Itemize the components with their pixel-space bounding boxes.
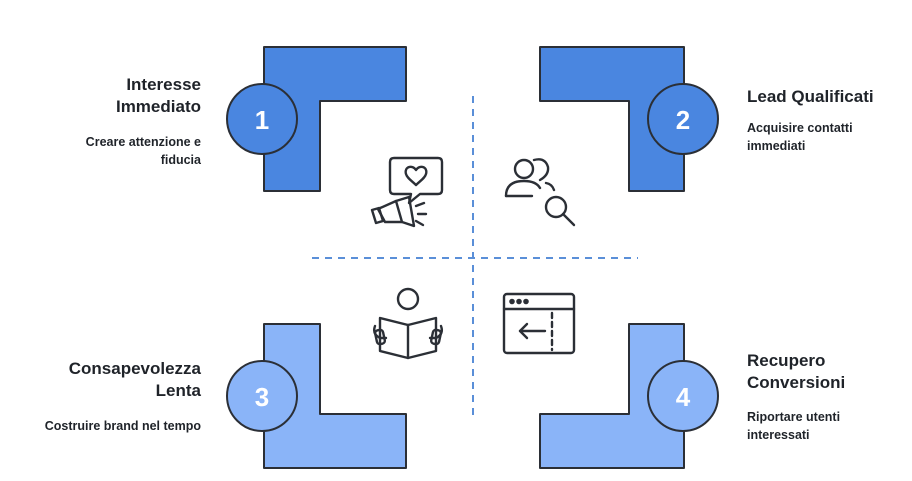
quadrant-1-desc-line1: Creare attenzione e bbox=[85, 135, 201, 149]
quadrant-3-desc-line1: Costruire brand nel tempo bbox=[44, 419, 201, 433]
quadrant-3-description: Costruire brand nel tempo bbox=[45, 417, 201, 435]
megaphone-heart-icon bbox=[370, 156, 444, 228]
quadrant-2-description: Acquisire contatti immediati bbox=[747, 119, 853, 155]
quadrant-1-title: Interesse Immediato bbox=[116, 74, 201, 118]
number-badge-1: 1 bbox=[226, 83, 298, 155]
quadrant-4-shape bbox=[539, 323, 685, 469]
person-reading-icon bbox=[372, 287, 444, 360]
browser-back-arrow-icon bbox=[502, 292, 576, 355]
quadrant-2-title-line1: Lead Qualificati bbox=[747, 87, 874, 106]
quadrant-4-title-line1: Recupero bbox=[747, 351, 826, 370]
number-badge-4: 4 bbox=[647, 360, 719, 432]
number-1: 1 bbox=[255, 105, 269, 135]
quadrant-3-title: Consapevolezza Lenta bbox=[69, 358, 201, 402]
quadrant-1-desc-line2: fiducia bbox=[160, 153, 201, 167]
number-2: 2 bbox=[676, 105, 690, 135]
quadrant-3-title-line1: Consapevolezza bbox=[68, 359, 201, 378]
quadrant-3-shape bbox=[263, 323, 407, 469]
quadrant-4-title: Recupero Conversioni bbox=[747, 350, 845, 394]
quadrant-4-desc-line1: Riportare utenti bbox=[747, 410, 841, 424]
quadrant-1-title-line1: Interesse bbox=[126, 75, 201, 94]
number-badge-2: 2 bbox=[647, 83, 719, 155]
quadrant-1-description: Creare attenzione e fiducia bbox=[86, 133, 201, 169]
quadrant-2-title: Lead Qualificati bbox=[747, 86, 874, 108]
number-4: 4 bbox=[676, 382, 691, 412]
quadrant-4-title-line2: Conversioni bbox=[747, 373, 846, 392]
quadrant-4-description: Riportare utenti interessati bbox=[747, 408, 840, 444]
quadrant-2-desc-line2: immediati bbox=[747, 139, 806, 153]
number-3: 3 bbox=[255, 382, 269, 412]
quadrant-4-desc-line2: interessati bbox=[747, 428, 810, 442]
quadrant-1-title-line2: Immediato bbox=[115, 97, 201, 116]
users-search-icon bbox=[504, 158, 576, 227]
quadrant-2-shape bbox=[539, 46, 685, 192]
number-badge-3: 3 bbox=[226, 360, 298, 432]
quadrant-1-shape bbox=[263, 46, 407, 192]
quadrant-2-desc-line1: Acquisire contatti bbox=[747, 121, 853, 135]
quadrant-3-title-line2: Lenta bbox=[155, 381, 201, 400]
